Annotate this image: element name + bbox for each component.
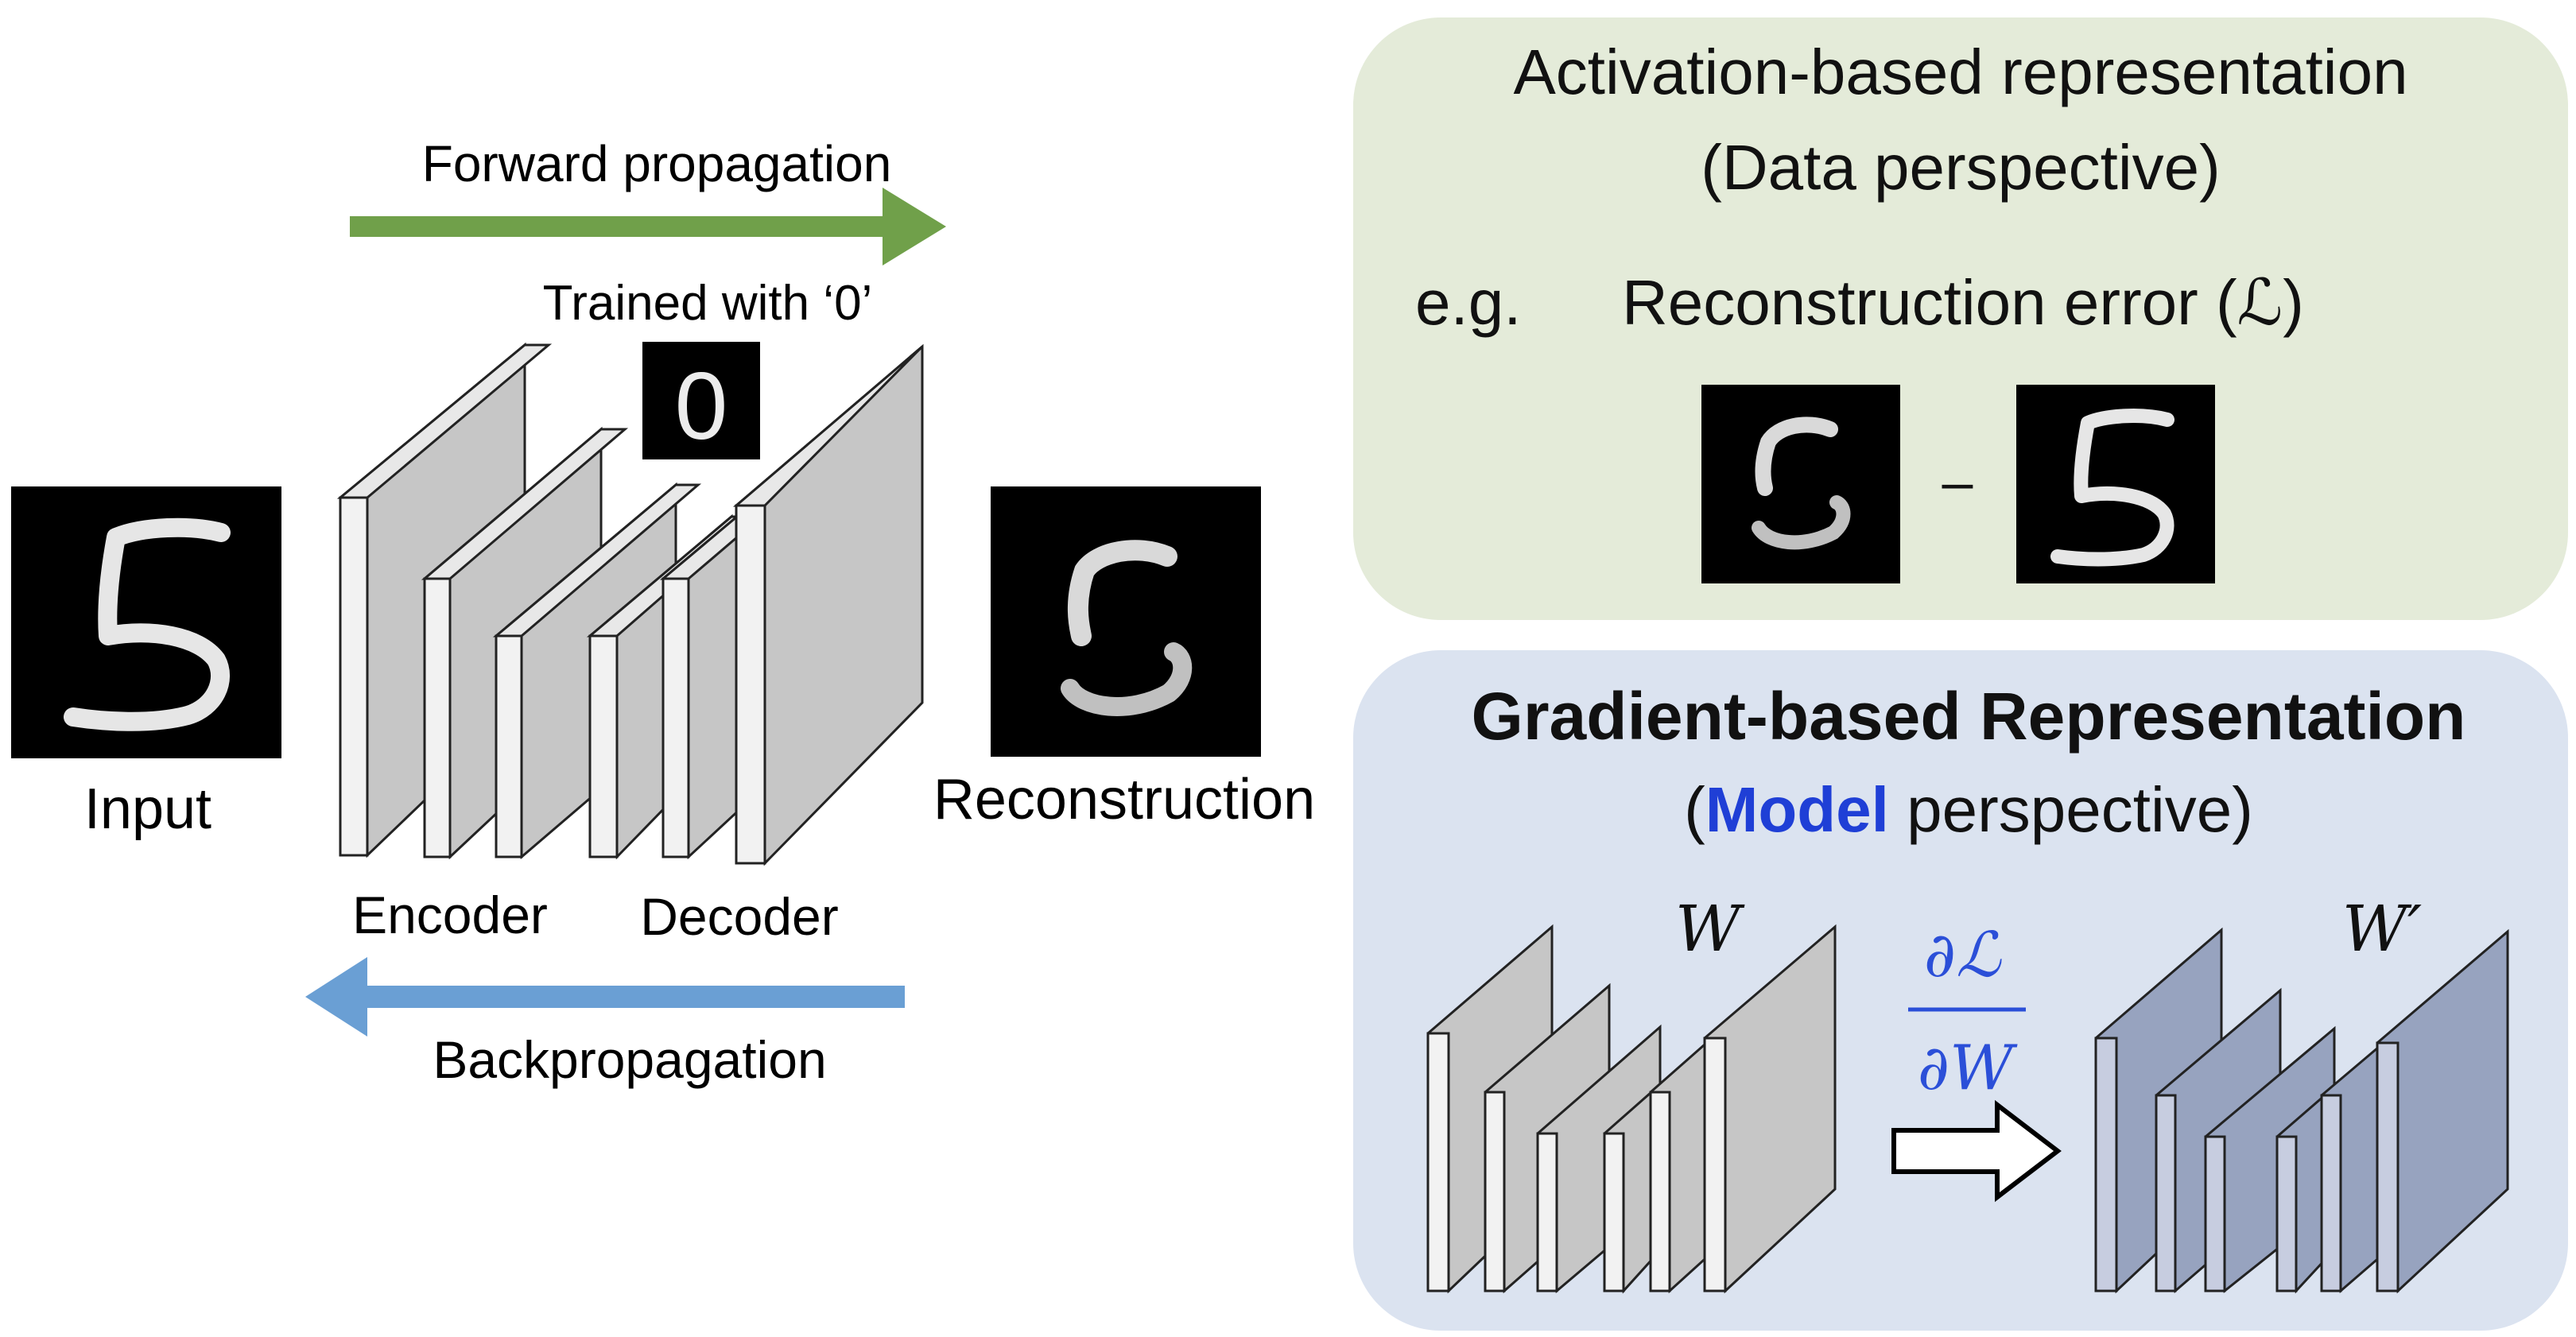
encoder-label: Encoder — [352, 886, 548, 944]
backpropagation-label: Backpropagation — [433, 1030, 826, 1089]
update-arrow — [1891, 1099, 2062, 1203]
backpropagation-arrow — [305, 957, 905, 1037]
forward-propagation-label: Forward propagation — [422, 135, 892, 192]
trained-digit: 0 — [675, 353, 728, 459]
input-label: Input — [84, 777, 211, 841]
wprime-layer-6 — [2376, 928, 2509, 1294]
minus-sign: – — [1942, 451, 1973, 513]
w-label: W — [1675, 892, 1745, 966]
w-layer-6 — [1703, 924, 1837, 1294]
w-prime-label: W′ — [2342, 892, 2422, 966]
trained-digit-image: 0 — [642, 342, 760, 459]
gradient-title-line1: Gradient-based Representation — [1472, 679, 2466, 754]
input-digit-image — [11, 486, 281, 758]
decoder-label: Decoder — [640, 887, 838, 946]
gradient-title-line2: (Model perspective) — [1684, 774, 2253, 845]
forward-arrow — [350, 188, 946, 265]
grad-denominator: ∂W — [1918, 1033, 2018, 1104]
trained-with-label: Trained with ‘0’ — [543, 276, 873, 331]
reconstruction-thumbnail — [1701, 385, 1900, 583]
eg-label: e.g. — [1415, 267, 1521, 338]
activation-panel-bg — [1353, 17, 2568, 620]
reconstruction-image — [991, 486, 1261, 757]
model-highlight: Model — [1705, 774, 1889, 845]
original-weights-network — [1426, 924, 1837, 1294]
updated-weights-network — [2094, 927, 2509, 1294]
target-thumbnail — [2016, 385, 2215, 583]
activation-title-line1: Activation-based representation — [1513, 37, 2407, 107]
gradient-panel: Gradient-based Representation (Model per… — [1353, 650, 2568, 1331]
reconstruction-label: Reconstruction — [933, 768, 1315, 831]
paren-open: ( — [1684, 774, 1705, 845]
reconstruction-error-label: Reconstruction error (ℒ) — [1622, 267, 2304, 338]
decoder-layer-3 — [732, 343, 924, 866]
grad-numerator: ∂ℒ — [1924, 920, 2002, 991]
perspective-rest: perspective) — [1889, 774, 2253, 845]
encoder-layer-3 — [492, 482, 702, 859]
activation-title-line2: (Data perspective) — [1701, 132, 2221, 203]
autoencoder-layers — [336, 342, 924, 866]
activation-panel: Activation-based representation (Data pe… — [1353, 17, 2568, 620]
